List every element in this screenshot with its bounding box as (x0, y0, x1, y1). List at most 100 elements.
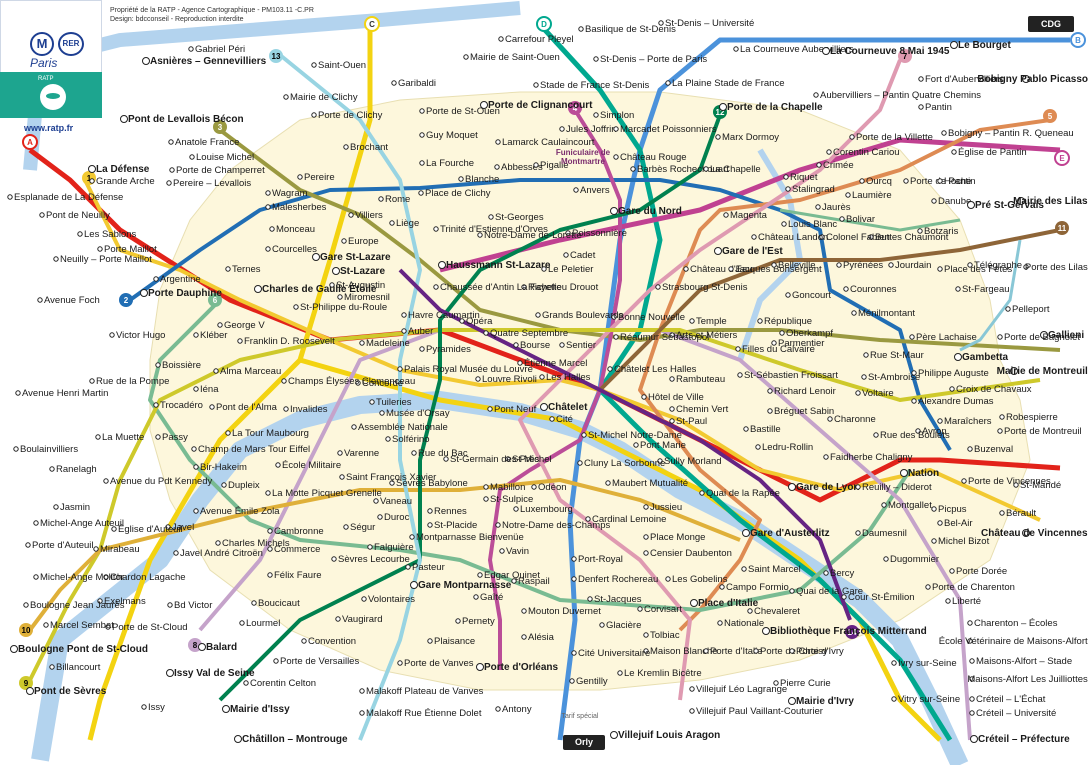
station-st64[interactable]: Pré St-Gervais (967, 200, 1045, 211)
station-label[interactable]: St-Michel Notre-Dame (588, 430, 682, 441)
station-dot[interactable] (699, 490, 705, 496)
station-dot[interactable] (433, 284, 439, 290)
station-label[interactable]: Madeleine (366, 338, 410, 349)
station-label[interactable]: Père Lachaise (916, 332, 977, 343)
station-dot[interactable] (419, 346, 425, 352)
station-label[interactable]: St-Fargeau (962, 284, 1010, 295)
station-label[interactable]: Cour St-Émilion (848, 592, 915, 603)
station-dot[interactable] (610, 731, 618, 739)
station-st220[interactable]: Villejuif Léo Lagrange (689, 684, 787, 695)
station-dot[interactable] (742, 529, 750, 537)
station-label[interactable]: Trinité d'Estienne d'Orves (440, 224, 548, 235)
station-dot[interactable] (499, 548, 505, 554)
station-st188[interactable]: Dugommier (883, 554, 939, 565)
station-dot[interactable] (189, 154, 195, 160)
station-st204[interactable]: Gare d'Austerlitz (742, 528, 830, 539)
station-st137[interactable]: George V (217, 320, 266, 331)
station-label[interactable]: Europe (348, 236, 379, 247)
station-st287[interactable]: Commerce (267, 544, 321, 555)
station-st66[interactable]: Botzaris (917, 226, 959, 237)
station-dot[interactable] (630, 166, 636, 172)
station-label[interactable]: Exelmans (104, 596, 146, 607)
station-st288[interactable]: Cambronne (267, 526, 324, 537)
station-dot[interactable] (578, 26, 584, 32)
station-dot[interactable] (222, 705, 230, 713)
station-dot[interactable] (967, 201, 975, 209)
station-label[interactable]: Porte des Lilas (1025, 262, 1088, 273)
station-label[interactable]: Mairie des Lilas (1013, 196, 1088, 207)
station-st163[interactable]: Porte de Vincennes (961, 476, 1051, 487)
station-dot[interactable] (377, 514, 383, 520)
badge-line-14[interactable] (845, 625, 859, 639)
station-dot[interactable] (265, 490, 271, 496)
station-dot[interactable] (359, 340, 365, 346)
station-label[interactable]: Châtelet Les Halles (614, 364, 697, 375)
station-label[interactable]: Pierre Curie (780, 678, 831, 689)
station-st208[interactable]: Place d'Italie (690, 598, 759, 609)
station-st171[interactable]: Bréguet Sabin (767, 406, 834, 417)
station-label[interactable]: Gambetta (962, 352, 1009, 363)
station-st327[interactable]: Rue de la Pompe (89, 376, 170, 387)
station-st330[interactable]: Champs Élysées Clemenceau (281, 376, 415, 387)
badge-line-6[interactable] (208, 293, 222, 307)
station-st212[interactable]: Porte d'Italie (703, 646, 763, 657)
station-dot[interactable] (665, 576, 671, 582)
station-st173[interactable]: Chemin Vert (669, 404, 729, 415)
station-st105[interactable]: Oberkampf (779, 328, 834, 339)
station-st275[interactable]: Malakoff Plateau de Vanves (359, 686, 484, 697)
station-label[interactable]: Porte d'Ivry (796, 646, 844, 657)
station-dot[interactable] (105, 624, 111, 630)
station-label[interactable]: Monceau (276, 224, 315, 235)
station-label[interactable]: Iéna (200, 384, 219, 395)
station-label[interactable]: St-Placide (434, 520, 477, 531)
station-label[interactable]: Jourdain (895, 260, 931, 271)
station-label[interactable]: St-Lazare (340, 266, 385, 277)
station-label[interactable]: Fort d'Aubervilliers (925, 74, 1004, 85)
station-dot[interactable] (587, 596, 593, 602)
station-label[interactable]: Concorde (362, 378, 403, 389)
station-label[interactable]: Réaumur Sébastopol (620, 332, 709, 343)
station-st6[interactable]: Basilique de St-Denis (578, 24, 676, 35)
orly-airport-badge[interactable]: Orly (563, 735, 605, 750)
station-st110[interactable]: Bonne Nouvelle (611, 312, 685, 323)
station-st236[interactable]: St-Sulpice (483, 494, 534, 505)
station-label[interactable]: Hoche (944, 176, 971, 187)
station-label[interactable]: Issy Val de Seine (174, 668, 255, 679)
station-st157[interactable]: Croix de Chavaux (949, 384, 1032, 395)
station-dot[interactable] (483, 484, 489, 490)
station-label[interactable]: Parmentier (778, 338, 824, 349)
station-dot[interactable] (254, 285, 262, 293)
station-dot[interactable] (999, 510, 1005, 516)
station-st176[interactable]: Châtelet (540, 402, 589, 413)
station-dot[interactable] (788, 697, 796, 705)
station-dot[interactable] (657, 458, 663, 464)
station-st150[interactable]: Rue St-Maur (863, 350, 924, 361)
station-st58[interactable]: Laumière (845, 190, 892, 201)
station-dot[interactable] (153, 276, 159, 282)
station-st318[interactable]: Ranelagh (49, 464, 97, 475)
station-st244[interactable]: Porte d'Orléans (476, 662, 559, 673)
station-label[interactable]: Félix Faure (274, 570, 322, 581)
station-st47[interactable]: Anvers (573, 185, 610, 196)
station-dot[interactable] (883, 556, 889, 562)
station-st175[interactable]: Hôtel de Ville (641, 392, 704, 403)
station-st219[interactable]: Le Kremlin Bicêtre (617, 668, 702, 679)
station-st260[interactable]: Concorde (355, 378, 403, 389)
station-dot[interactable] (714, 247, 722, 255)
station-st3[interactable]: Mairie de Saint-Ouen (463, 52, 560, 63)
station-dot[interactable] (715, 134, 721, 140)
station-label[interactable]: Plaisance (434, 636, 475, 647)
station-dot[interactable] (329, 282, 335, 288)
station-dot[interactable] (53, 256, 59, 262)
station-dot[interactable] (891, 660, 897, 666)
station-label[interactable]: Pernety (462, 616, 495, 627)
station-label[interactable]: Boulogne Jean Jaurès (30, 600, 125, 611)
station-label[interactable]: Corentin Celton (250, 678, 316, 689)
station-st60[interactable]: Hoche (937, 176, 972, 187)
station-st314[interactable]: Marcel Sembat (43, 620, 114, 631)
station-label[interactable]: Richard Lenoir (774, 386, 836, 397)
station-st98[interactable]: Porte de Bagnolet (997, 332, 1081, 343)
station-label[interactable]: Vavin (506, 546, 529, 557)
station-st195[interactable]: Maisons-Alfort Les Juilliottes (967, 674, 1088, 685)
station-dot[interactable] (851, 310, 857, 316)
